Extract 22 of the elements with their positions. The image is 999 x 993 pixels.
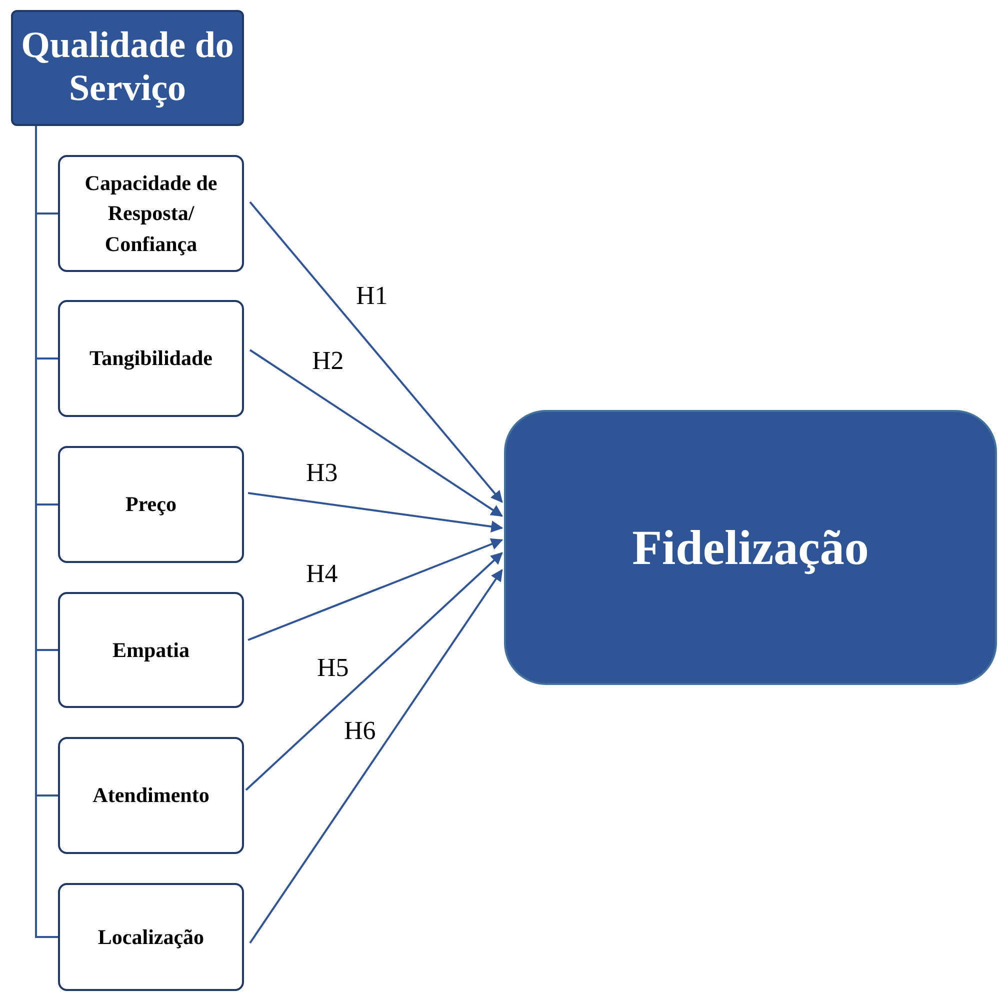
arrow (249, 201, 503, 503)
node-label: Tangibilidade (90, 345, 212, 372)
outcome-box (504, 410, 997, 685)
dimension-box (58, 737, 244, 854)
dimension-box (58, 592, 244, 708)
dimension-box (58, 155, 244, 272)
arrow (249, 349, 503, 517)
arrow (245, 552, 503, 791)
node-label: Fidelização (632, 519, 869, 576)
category-box (11, 10, 244, 126)
node-label: Atendimento (92, 782, 210, 810)
node-label: Localização (98, 924, 204, 951)
node-label: Empatia (112, 636, 190, 664)
node-label: Preço (126, 491, 176, 518)
node-label: Capacidade de Resposta/ Confiança (84, 170, 218, 258)
arrow (248, 538, 504, 641)
dimension-box (58, 446, 244, 563)
arrow (249, 569, 503, 944)
dimension-box (58, 883, 244, 991)
node-label: Qualidade do Serviço (20, 25, 235, 111)
dimension-box (58, 300, 244, 417)
arrow (248, 492, 504, 532)
